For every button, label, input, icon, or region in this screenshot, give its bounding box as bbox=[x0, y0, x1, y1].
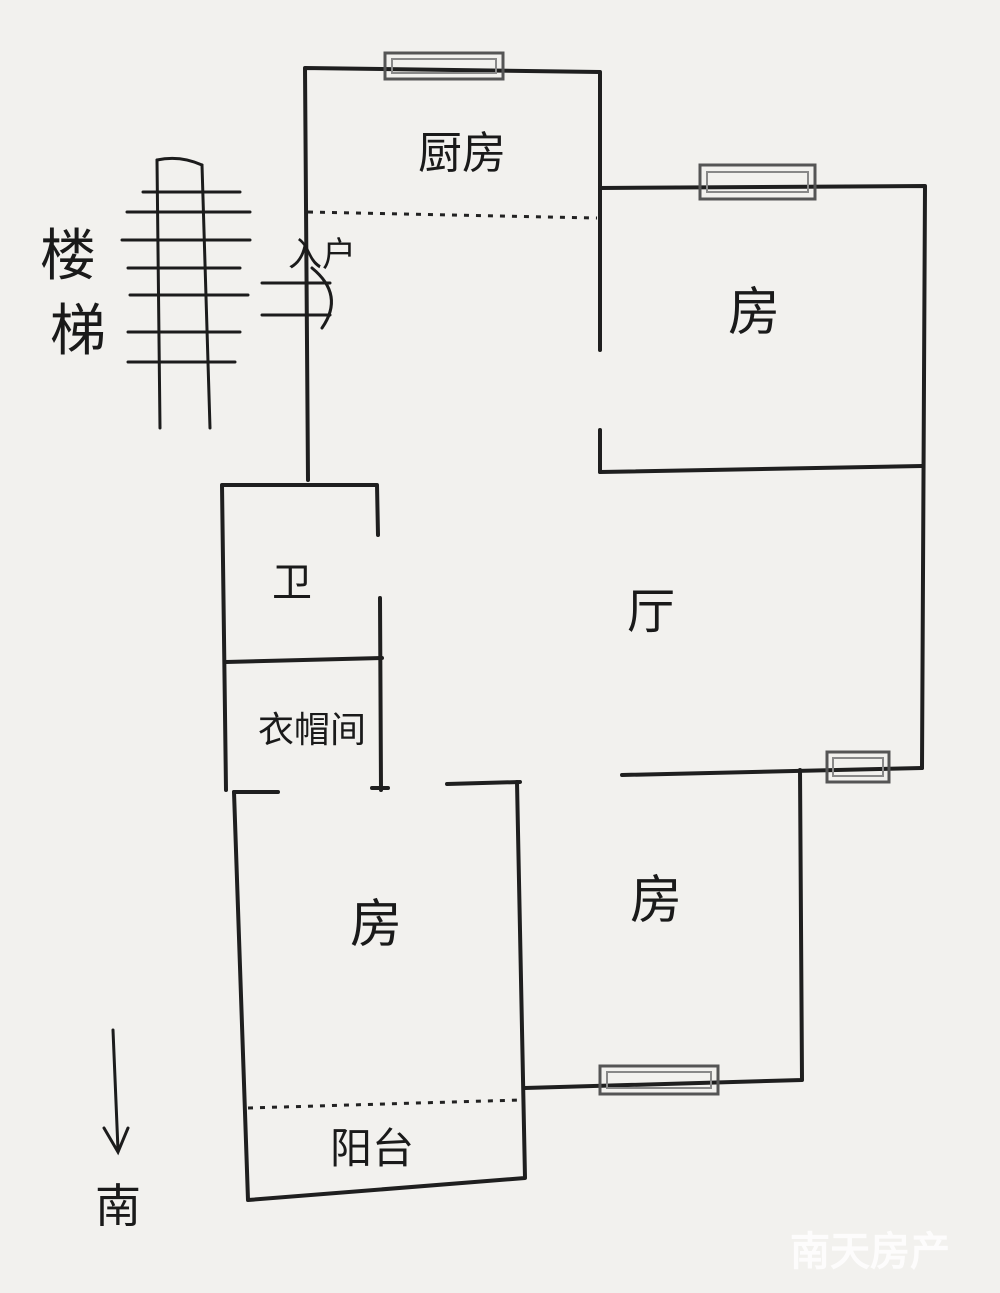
entrance-label: 入户 bbox=[288, 235, 356, 275]
bathroom-label: 卫 bbox=[272, 560, 312, 606]
watermark: 南天房产 bbox=[790, 1229, 950, 1275]
window-east-bedroom bbox=[698, 163, 817, 201]
living-room-label: 厅 bbox=[627, 584, 675, 640]
sw-bedroom-label: 房 bbox=[350, 895, 402, 955]
window-south-bedroom bbox=[598, 1064, 720, 1096]
storage-label: 衣帽间 bbox=[258, 710, 366, 751]
sw-bedroom-wall bbox=[232, 780, 527, 1202]
kitchen-divider bbox=[307, 210, 598, 220]
hall-south-wall-2 bbox=[620, 766, 924, 777]
south-bedroom-label: 房 bbox=[630, 871, 682, 931]
south-label: 南 bbox=[95, 1179, 141, 1233]
bath-storage-divider bbox=[224, 656, 384, 664]
staircase bbox=[120, 156, 252, 430]
kitchen-wall bbox=[303, 66, 602, 482]
east-bedroom-label: 房 bbox=[728, 283, 780, 343]
south-bedroom-wall bbox=[523, 768, 804, 1090]
east-bedroom-wall bbox=[598, 184, 927, 770]
south-arrow-icon bbox=[102, 1028, 130, 1156]
balcony-divider bbox=[247, 1098, 521, 1110]
storage-east-wall bbox=[378, 596, 383, 792]
stairs-label-bottom: 梯 bbox=[50, 299, 106, 364]
kitchen-label: 厨房 bbox=[418, 128, 506, 179]
hall-south-wall-1 bbox=[445, 780, 522, 786]
bath-wall bbox=[220, 483, 380, 792]
window-hall bbox=[825, 750, 891, 784]
stairs-label-top: 楼 bbox=[40, 224, 96, 289]
window-kitchen bbox=[383, 51, 505, 81]
east-bedroom-south-wall bbox=[598, 464, 924, 474]
balcony-label: 阳台 bbox=[330, 1124, 414, 1173]
entrance-arrow-icon bbox=[260, 266, 333, 330]
